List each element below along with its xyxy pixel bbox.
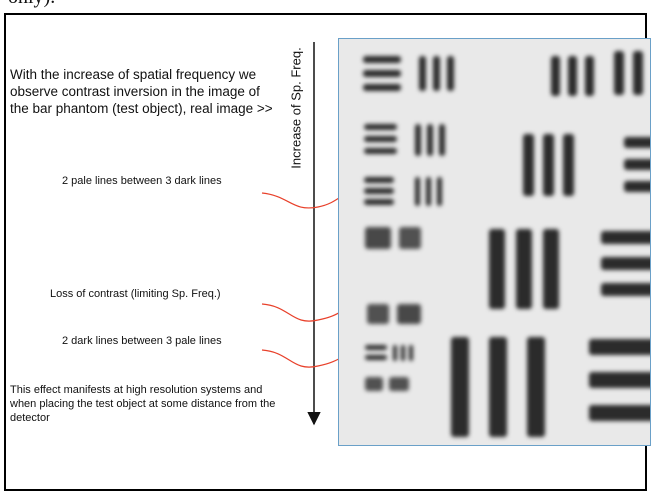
phantom-bar: [401, 345, 405, 361]
phantom-bar: [543, 134, 554, 196]
phantom-bar: [365, 345, 387, 350]
phantom-bar: [363, 84, 401, 91]
phantom-bar: [409, 345, 413, 361]
phantom-bar: [589, 372, 650, 388]
phantom-bar: [393, 345, 397, 361]
phantom-bar: [489, 229, 505, 309]
phantom-bar: [447, 56, 454, 91]
phantom-bar: [543, 229, 559, 309]
phantom-bar: [601, 257, 650, 270]
intro-text: With the increase of spatial frequency w…: [10, 67, 273, 116]
phantom-bar: [551, 56, 560, 96]
phantom-bar: [585, 56, 594, 96]
phantom-bar: [427, 124, 433, 156]
phantom-bar: [624, 181, 650, 192]
phantom-bar: [364, 148, 397, 154]
phantom-bar: [364, 124, 397, 130]
annotation-pale-lines: 2 pale lines between 3 dark lines: [62, 175, 222, 187]
phantom-bar: [364, 177, 394, 183]
curved-red-arrow-icon: [261, 303, 350, 322]
phantom-bar: [439, 124, 445, 156]
outro-text: This effect manifests at high resolution…: [10, 384, 276, 424]
phantom-bar: [516, 229, 532, 309]
phantom-bar: [633, 51, 643, 95]
phantom-bar: [601, 283, 650, 296]
annotation-loss-of-contrast: Loss of contrast (limiting Sp. Freq.): [50, 288, 221, 300]
phantom-bar: [568, 56, 577, 96]
phantom-bar: [397, 304, 421, 324]
phantom-bar: [589, 405, 650, 421]
phantom-bar: [489, 337, 507, 437]
phantom-bar: [419, 56, 426, 91]
phantom-bar: [365, 227, 391, 249]
phantom-bar: [415, 177, 420, 206]
bar-phantom-image: [338, 38, 651, 446]
phantom-bar: [364, 188, 394, 194]
phantom-bar: [601, 231, 650, 244]
phantom-bar: [437, 177, 442, 206]
phantom-bar: [624, 159, 650, 170]
top-text-fragment: only).: [8, 0, 55, 9]
phantom-bar: [389, 377, 409, 391]
phantom-bar: [415, 124, 421, 156]
phantom-bar: [364, 199, 394, 205]
phantom-bar: [363, 56, 401, 63]
phantom-bar: [563, 134, 574, 196]
phantom-bar: [523, 134, 534, 196]
phantom-bar: [365, 377, 383, 391]
phantom-bar: [367, 304, 389, 324]
phantom-bar: [426, 177, 431, 206]
phantom-bar: [589, 339, 650, 355]
phantom-bar: [364, 136, 397, 142]
phantom-bar: [624, 137, 650, 148]
phantom-bar: [527, 337, 545, 437]
annotation-dark-lines: 2 dark lines between 3 pale lines: [62, 335, 222, 347]
phantom-bar: [451, 337, 469, 437]
phantom-bar: [614, 51, 624, 95]
phantom-bar: [399, 227, 421, 249]
phantom-bar: [365, 355, 387, 360]
phantom-bar: [433, 56, 440, 91]
phantom-bar: [363, 70, 401, 77]
